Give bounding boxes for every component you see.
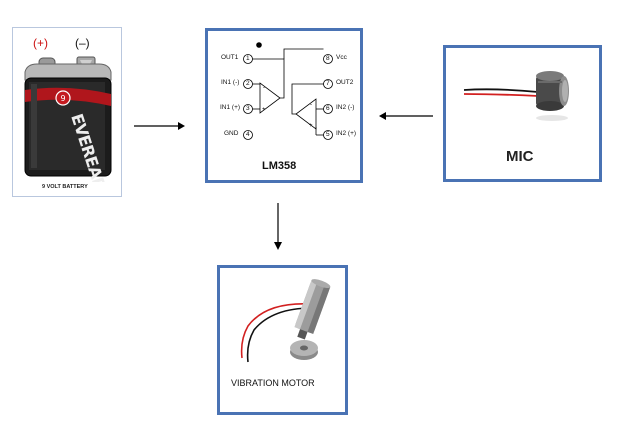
pin-5-number: 5	[326, 131, 330, 138]
pin-2-label: IN1 (-)	[221, 79, 240, 86]
svg-text:-: -	[310, 102, 312, 108]
opamp2-triangle	[295, 98, 317, 130]
arrow-mic-to-lm358	[379, 112, 433, 120]
mic-panel: MIC	[443, 45, 602, 182]
svg-text:-: -	[263, 85, 265, 91]
pin1-marker-dot	[256, 42, 262, 48]
pin-2-number: 2	[246, 80, 250, 87]
arrow-lm358-to-motor	[274, 203, 282, 250]
pin-5-label: IN2 (+)	[336, 130, 357, 137]
pin-1-number: 1	[246, 55, 250, 62]
vibration-motor-image	[240, 279, 331, 363]
pin-8-label: Vcc	[336, 54, 347, 61]
pin-4-label: GND	[224, 130, 239, 137]
motor-panel: VIBRATION MOTOR	[217, 265, 348, 415]
motor-label: VIBRATION MOTOR	[231, 378, 315, 388]
lm358-panel: - + - + OUT1 1 IN1 (-) 2 IN1 (+) 3 GND 4…	[205, 28, 363, 183]
svg-text:+: +	[309, 123, 313, 129]
battery-minus-label: (–)	[75, 36, 90, 50]
svg-text:9: 9	[60, 94, 65, 103]
pin-3-number: 3	[246, 105, 250, 112]
pin-4-number: 4	[246, 131, 250, 138]
chip-name-label: LM358	[262, 160, 297, 172]
lm358-pinout-diagram: - + - +	[243, 42, 333, 140]
pin-7-number: 7	[326, 80, 330, 87]
pin-1-label: OUT1	[221, 54, 239, 61]
battery-image: 9 EVEREADY	[24, 56, 113, 182]
pin-3-label: IN1 (+)	[220, 104, 241, 111]
battery-panel: (+) (–) 9 EVEREADY 9 VOLT BATTERY	[12, 27, 122, 197]
pin-7-label: OUT2	[336, 79, 354, 86]
battery-plus-label: (+)	[33, 36, 48, 50]
battery-caption: 9 VOLT BATTERY	[42, 184, 88, 190]
svg-text:+: +	[262, 107, 266, 113]
pin-6-number: 6	[326, 105, 330, 112]
arrow-battery-to-lm358	[134, 122, 185, 130]
pin-8-number: 8	[326, 55, 330, 62]
pin-6-label: IN2 (-)	[336, 104, 355, 111]
microphone-image	[463, 71, 569, 121]
mic-label: MIC	[506, 148, 534, 165]
opamp1-triangle	[259, 82, 281, 114]
